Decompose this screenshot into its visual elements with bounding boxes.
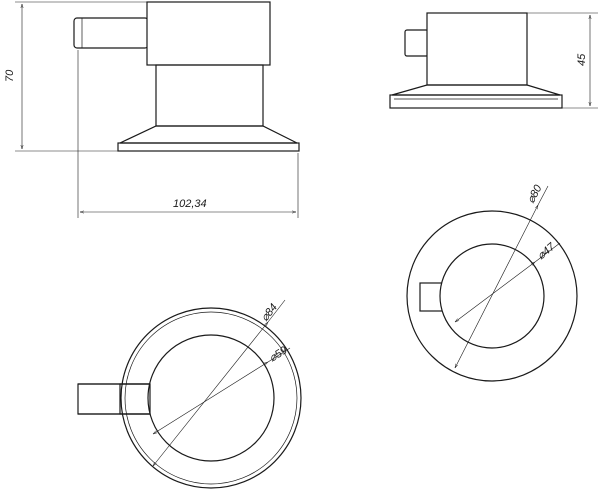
outer-ring-large — [120, 307, 302, 489]
top-view-large: ⌀84 ⌀59 — [77, 299, 302, 489]
top-view-small: ⌀80 ⌀47 — [406, 182, 578, 382]
side-base — [391, 84, 561, 96]
front-view: 70 102,34 — [4, 1, 300, 218]
inner-ring-small — [439, 243, 545, 349]
inner-diameter-label-large: ⌀59 — [267, 344, 289, 364]
outer-diameter-leader-large — [267, 299, 286, 323]
front-base — [119, 125, 298, 144]
front-base-plate — [117, 142, 300, 152]
inner-diameter-leader-large — [267, 347, 291, 363]
top-lever-large — [77, 383, 154, 415]
inner-diameter-line-small — [455, 262, 535, 322]
lever-neck-large — [119, 383, 151, 415]
side-height-label: 45 — [576, 53, 588, 66]
inner-diameter-leader-small — [534, 242, 561, 263]
front-body — [155, 64, 264, 127]
outer-ring-large-inner — [124, 311, 298, 485]
side-base-plate — [389, 94, 563, 109]
front-height-label: 70 — [4, 69, 16, 82]
side-cap — [426, 12, 528, 86]
outer-diameter-label-small: ⌀80 — [525, 182, 545, 205]
side-stem — [404, 29, 429, 57]
outer-diameter-leader-small — [537, 185, 549, 206]
side-view: 45 — [389, 12, 598, 109]
inner-diameter-line-large — [153, 362, 268, 434]
front-width-label: 102,34 — [173, 198, 207, 210]
front-lever — [73, 17, 149, 49]
outer-diameter-label-large: ⌀84 — [259, 302, 280, 324]
front-cap — [146, 1, 271, 66]
